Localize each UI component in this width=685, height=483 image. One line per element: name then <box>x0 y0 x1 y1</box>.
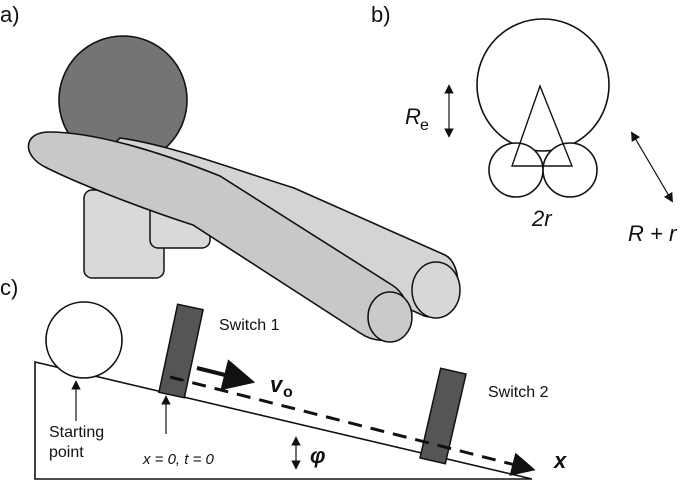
r-plus-r-label: R + r <box>628 221 678 246</box>
x-axis-label: x <box>553 448 567 473</box>
left-small-circle <box>488 142 544 198</box>
origin-label: x = 0, t = 0 <box>142 451 215 468</box>
velocity-subscript: o <box>283 384 293 401</box>
rod-front <box>27 131 410 341</box>
rod-back-end-cap <box>411 261 461 319</box>
right-small-circle <box>542 142 598 198</box>
switch-1-rod <box>158 303 204 399</box>
panel-c-label: c) <box>0 275 18 300</box>
velocity-arrow <box>196 359 256 391</box>
switch-2-label: Switch 2 <box>488 384 549 401</box>
velocity-symbol: v <box>270 372 284 397</box>
r-plus-r-arrow <box>631 131 673 203</box>
panel-c: c) Switch 1 Switch 2 Starting point x = … <box>0 275 567 480</box>
re-symbol: R <box>405 104 421 129</box>
panel-a-label: a) <box>0 2 20 27</box>
switch-1-label: Switch 1 <box>219 317 280 334</box>
panel-b-label: b) <box>371 2 391 27</box>
re-subscript: e <box>420 117 429 134</box>
panel-a: a) <box>0 2 461 343</box>
triangle-geometry <box>511 84 574 167</box>
large-circle <box>476 18 610 152</box>
starting-point-label-line-1: Starting <box>49 424 104 441</box>
angle-symbol: φ <box>310 443 325 468</box>
starting-point-label-line-2: point <box>49 444 84 461</box>
starting-ball <box>45 301 123 379</box>
switch-2-rod <box>419 367 467 465</box>
rod-front-end-cap <box>367 291 413 343</box>
x-axis-dashed-line <box>169 375 536 476</box>
panel-a-illustration <box>27 35 461 343</box>
two-r-label: 2r <box>531 206 553 231</box>
panel-b: b) R e 2r R + r <box>371 2 678 246</box>
